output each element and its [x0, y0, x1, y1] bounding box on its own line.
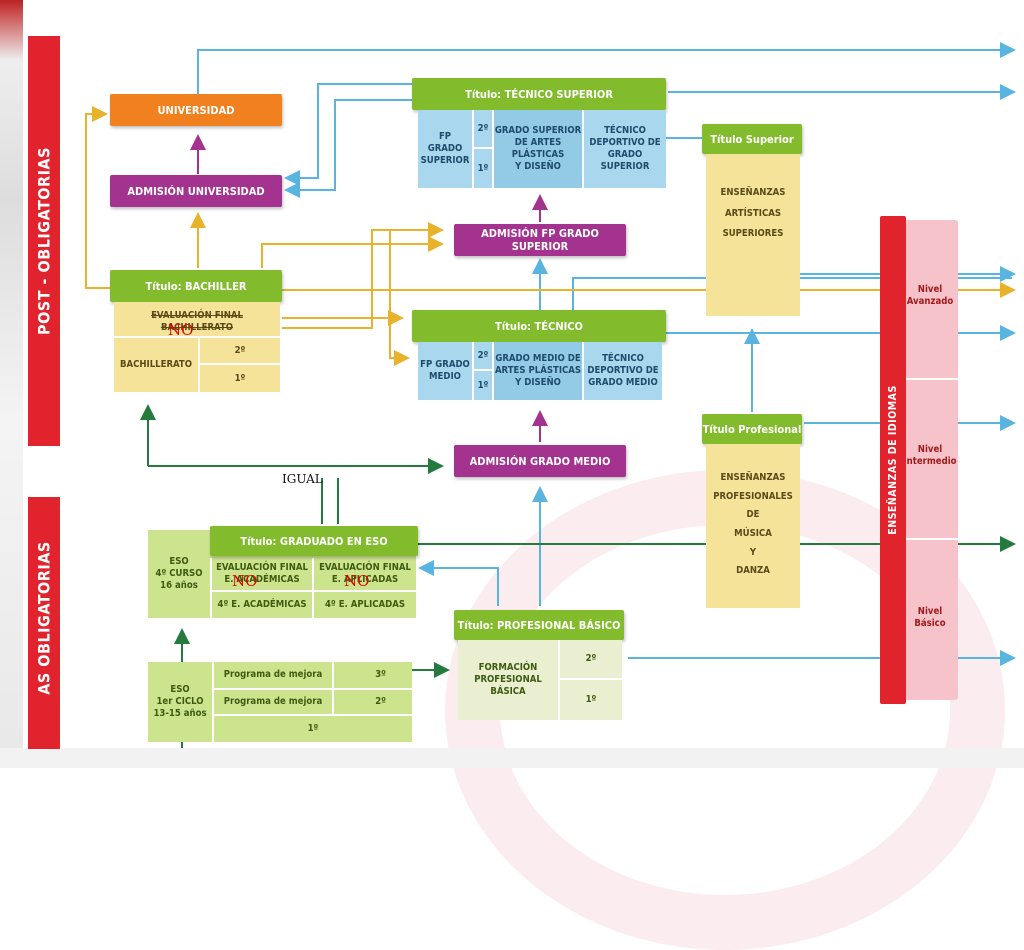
nivel-avanzado: Nivel Avanzado [906, 284, 954, 307]
fp-grado-medio: FP GRADO MEDIO [418, 342, 474, 400]
igual-note: IGUAL [282, 472, 323, 486]
graduado-eso-title: Título: GRADUADO EN ESO [210, 526, 418, 556]
idiomas-levels-panel: Nivel Avanzado Nivel Intermedio Nivel Bá… [902, 220, 958, 700]
evaluacion-final-academicas: EVALUACIÓN FINAL E. ACADÉMICAS [210, 558, 312, 592]
tecnico-title: Título: TÉCNICO [412, 310, 666, 342]
tm-course-1: 1º [474, 371, 494, 400]
level-divider [902, 538, 958, 540]
eso-1-ciclo-panel: ESO 1er CICLO 13-15 años Programa de mej… [148, 662, 412, 742]
profesional-basico-panel: FORMACIÓN PROFESIONAL BÁSICA 2º 1º [458, 640, 622, 720]
level-divider [902, 378, 958, 380]
nivel-basico: Nivel Básico [914, 606, 946, 629]
no-note-aplicadas: NO [344, 572, 370, 590]
bachiller-course-2: 2º [198, 338, 280, 365]
no-note-bachillerato: NO [168, 321, 194, 339]
evaluacion-final-aplicadas: EVALUACIÓN FINAL E. APLICADAS [312, 558, 416, 592]
tecnico-panel: FP GRADO MEDIO 2º 1º GRADO MEDIO DE ARTE… [418, 342, 662, 400]
admision-fp-superior-box: ADMISIÓN FP GRADO SUPERIOR [454, 224, 626, 256]
ts-course-1: 1º [474, 149, 494, 188]
fp-grado-superior: FP GRADO SUPERIOR [418, 110, 474, 188]
bachiller-course-1: 1º [198, 365, 280, 392]
titulo-profesional-panel: ENSEÑANZAS PROFESIONALES DE MÚSICA Y DAN… [706, 444, 800, 608]
post-obligatorias-band: POST - OBLIGATORIAS [28, 36, 60, 446]
eso-4-curso-label: ESO 4º CURSO 16 años [155, 556, 203, 591]
universidad-box: UNIVERSIDAD [110, 94, 282, 126]
tecnico-deportivo-medio: TÉCNICO DEPORTIVO DE GRADO MEDIO [587, 353, 659, 388]
titulo-profesional-title: Título Profesional [702, 414, 802, 444]
cuarto-academicas: 4º E. ACADÉMICAS [210, 592, 312, 618]
eso-curso-2: 2º [332, 690, 412, 716]
bachiller-panel: EVALUACIÓN FINAL BACHILLERATO BACHILLERA… [114, 302, 280, 392]
bottom-shadow [0, 748, 1024, 768]
tm-course-2: 2º [474, 342, 494, 371]
admision-universidad-box: ADMISIÓN UNIVERSIDAD [110, 175, 282, 207]
titulo-superior-title: Título Superior [702, 124, 802, 154]
basico-course-2: 2º [558, 640, 622, 680]
profesional-basico-title: Título: PROFESIONAL BÁSICO [454, 610, 624, 640]
tecnico-superior-title: Título: TÉCNICO SUPERIOR [412, 78, 666, 110]
grado-superior-artes: GRADO SUPERIOR DE ARTES PLÁSTICAS Y DISE… [494, 110, 584, 188]
ensenanzas-artisticas-superiores: ENSEÑANZAS ARTÍSTICAS SUPERIORES [720, 186, 786, 240]
tecnico-deportivo-superior: TÉCNICO DEPORTIVO DE GRADO SUPERIOR [589, 125, 661, 172]
idiomas-label: ENSEÑANZAS DE IDIOMAS [887, 385, 899, 535]
tecnico-superior-panel: FP GRADO SUPERIOR 2º 1º GRADO SUPERIOR D… [418, 110, 666, 188]
admision-grado-medio-box: ADMISIÓN GRADO MEDIO [454, 445, 626, 477]
no-note-academicas: NO [232, 572, 258, 590]
post-obligatorias-label: POST - OBLIGATORIAS [34, 147, 54, 335]
ts-course-2: 2º [474, 110, 494, 149]
evaluacion-final-bachillerato: EVALUACIÓN FINAL BACHILLERATO [114, 308, 280, 338]
programa-mejora-2: Programa de mejora [212, 690, 332, 716]
nivel-intermedio: Nivel Intermedio [903, 444, 957, 467]
bachillerato-label: BACHILLERATO [119, 359, 192, 371]
left-photo-strip [0, 0, 23, 768]
eso-curso-1: 1º [212, 716, 412, 742]
basico-course-1: 1º [558, 680, 622, 720]
eso-curso-3: 3º [332, 662, 412, 690]
idiomas-band: ENSEÑANZAS DE IDIOMAS [880, 216, 906, 704]
ensenanzas-profesionales-musica-danza: ENSEÑANZAS PROFESIONALES DE MÚSICA Y DAN… [713, 472, 793, 577]
programa-mejora-1: Programa de mejora [212, 662, 332, 690]
grado-medio-artes: GRADO MEDIO DE ARTES PLÁSTICAS Y DISEÑO [494, 342, 584, 400]
obligatorias-label: AS OBLIGATORIAS [34, 541, 54, 695]
formacion-profesional-basica: FORMACIÓN PROFESIONAL BÁSICA [474, 662, 542, 697]
cuarto-aplicadas: 4º E. APLICADAS [312, 592, 416, 618]
bachiller-title: Título: BACHILLER [110, 270, 282, 302]
obligatorias-band: AS OBLIGATORIAS [28, 497, 60, 749]
titulo-superior-panel: ENSEÑANZAS ARTÍSTICAS SUPERIORES [706, 154, 800, 316]
eso-1-ciclo-label: ESO 1er CICLO 13-15 años [153, 684, 207, 719]
